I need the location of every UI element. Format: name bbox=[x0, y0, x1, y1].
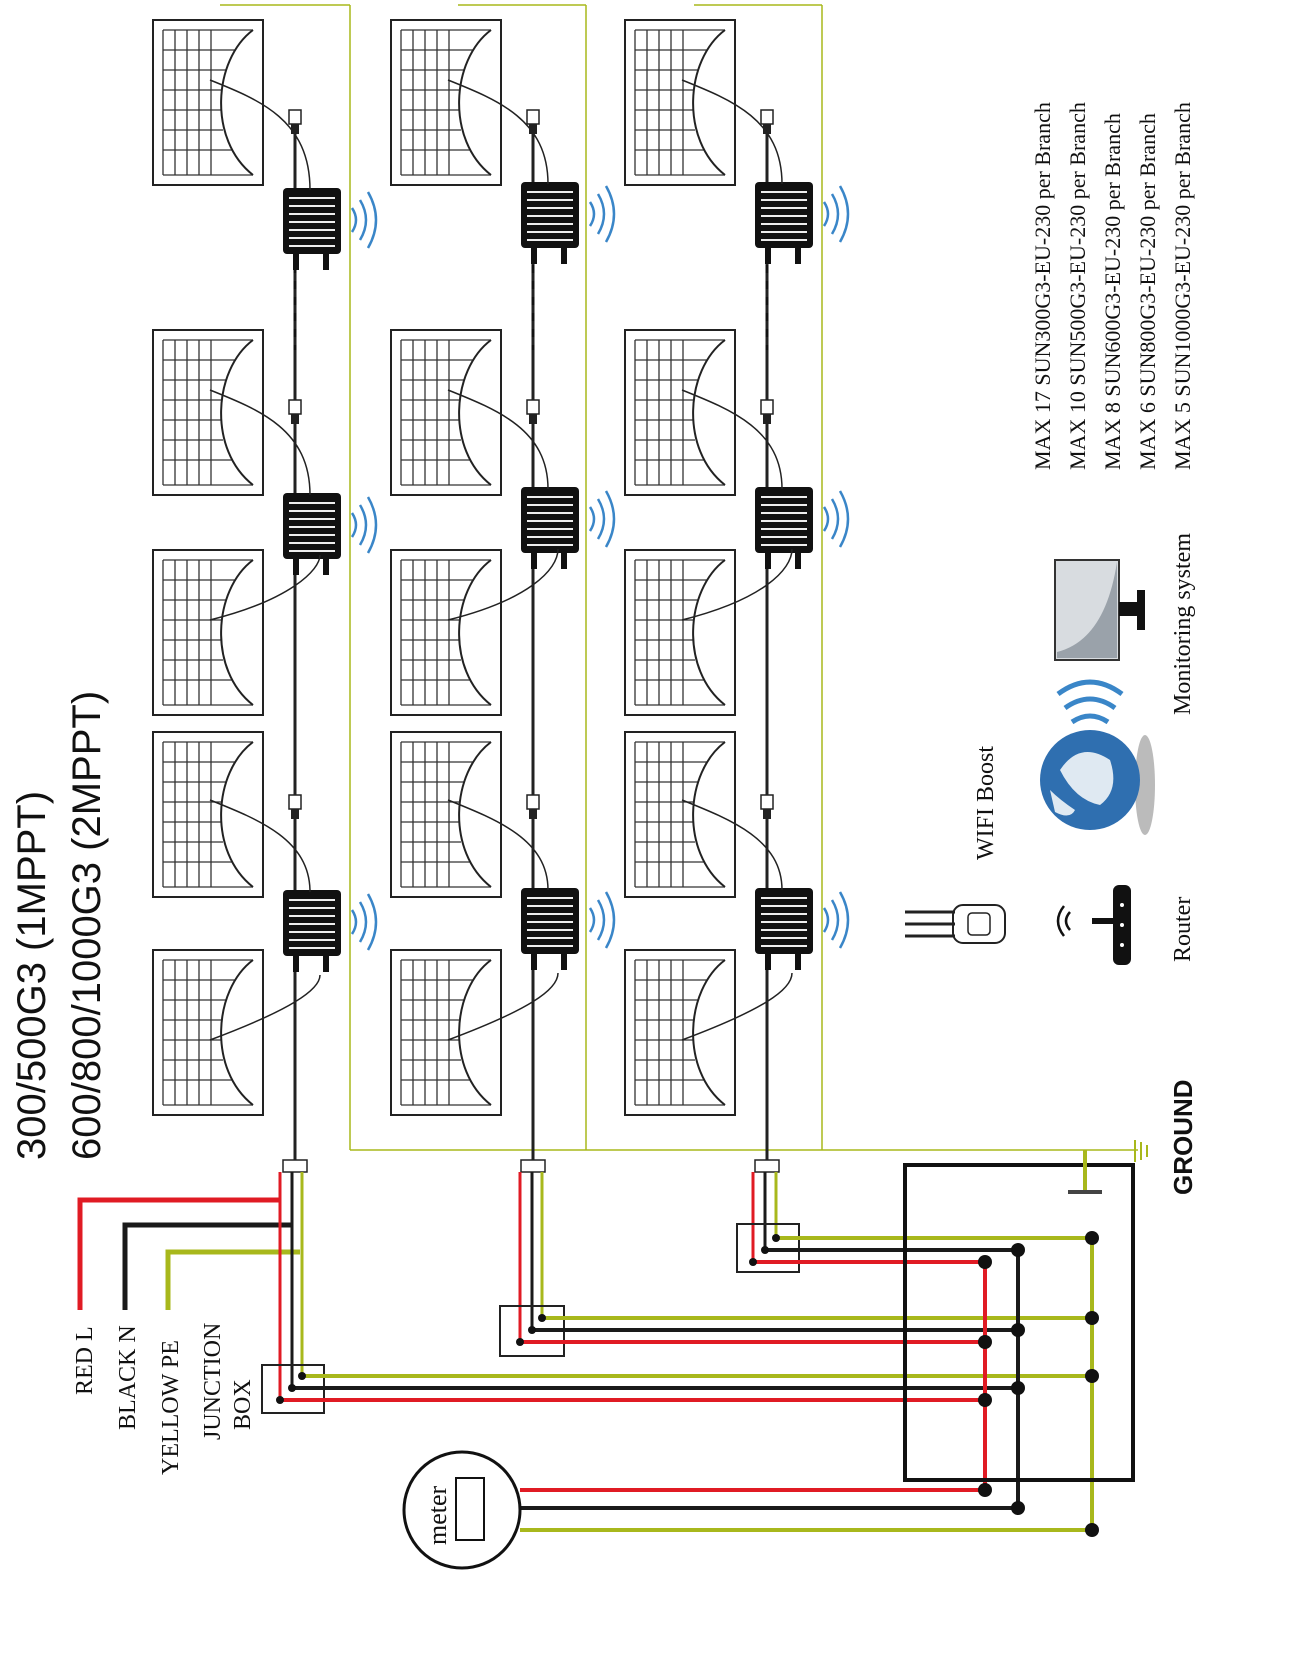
branch-2 bbox=[390, 19, 616, 1173]
title-line-2: 600/800/1000G3 (2MPPT) bbox=[65, 691, 109, 1160]
supply-wires bbox=[77, 1197, 300, 1310]
router-icon bbox=[1056, 885, 1131, 965]
meter: meter bbox=[402, 1450, 522, 1570]
branch-limit-2: MAX 10 SUN500G3-EU-230 per Branch bbox=[1065, 102, 1090, 470]
distribution-box bbox=[903, 1163, 1135, 1482]
branch-limit-1: MAX 17 SUN300G3-EU-230 per Branch bbox=[1030, 102, 1055, 470]
label-box: BOX bbox=[230, 1379, 256, 1430]
ground-symbol bbox=[1068, 1140, 1148, 1194]
branch-2-drop bbox=[518, 1172, 544, 1342]
branch-3-drop bbox=[751, 1172, 778, 1262]
earth-frame bbox=[220, 4, 1138, 1151]
branch-1 bbox=[152, 19, 378, 1173]
ac-runs bbox=[280, 1236, 1094, 1532]
branch-limit-3: MAX 8 SUN600G3-EU-230 per Branch bbox=[1100, 113, 1125, 470]
monitoring-label: Monitoring system bbox=[1170, 533, 1196, 715]
meter-label: meter bbox=[423, 1485, 452, 1545]
globe-icon bbox=[1040, 679, 1155, 835]
branch-1-drop bbox=[278, 1172, 304, 1400]
branch-limits: MAX 17 SUN300G3-EU-230 per Branch MAX 10… bbox=[1030, 102, 1195, 470]
label-black-n: BLACK N bbox=[115, 1325, 141, 1430]
router-label: Router bbox=[1170, 897, 1196, 962]
branch-3 bbox=[624, 19, 850, 1173]
label-red-l: RED L bbox=[72, 1326, 98, 1395]
branch-limit-4: MAX 6 SUN800G3-EU-230 per Branch bbox=[1135, 113, 1160, 470]
wifi-boost-label: WIFI Boost bbox=[973, 746, 999, 860]
bus-junctions bbox=[276, 1231, 1099, 1537]
monitor-icon bbox=[1054, 559, 1145, 661]
title-line-1: 300/500G3 (1MPPT) bbox=[10, 791, 54, 1160]
label-yellow-pe: YELLOW PE bbox=[158, 1340, 184, 1475]
branch-limit-5: MAX 5 SUN1000G3-EU-230 per Branch bbox=[1170, 102, 1195, 470]
wifi-boost-device bbox=[905, 904, 1006, 944]
ground-label: GROUND bbox=[1168, 1079, 1198, 1195]
label-junction: JUNCTION bbox=[200, 1323, 226, 1440]
